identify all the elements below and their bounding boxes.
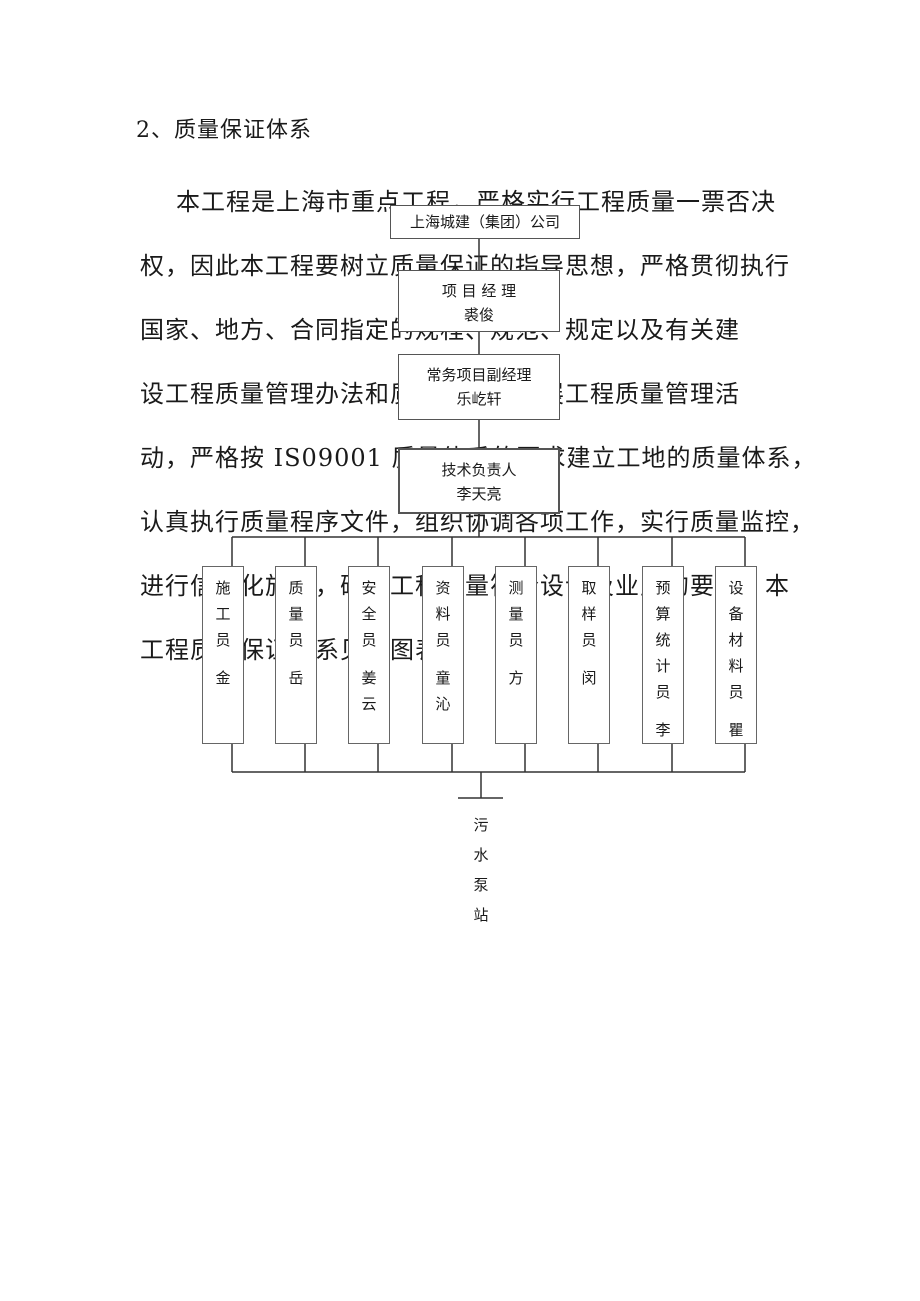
project-manager-box: 项 目 经 理 裘俊 [398,270,560,332]
staff-role: 设备材料员 [728,579,744,701]
section-heading: 2、质量保证体系 [136,118,312,143]
staff-box: 取样员闵 [568,566,610,744]
staff-name: 瞿 [728,721,744,739]
role-title: 技术负责人 [441,461,517,479]
person-name: 乐屹轩 [456,390,502,408]
role-title: 项 目 经 理 [441,282,517,300]
staff-role: 施工员 [215,579,231,649]
staff-box: 测量员方 [495,566,537,744]
staff-name: 姜云 [361,669,377,713]
staff-name: 金 [215,669,231,687]
staff-role: 质量员 [288,579,304,649]
person-name: 李天亮 [456,485,502,503]
staff-name: 闵 [581,669,597,687]
staff-role: 安全员 [361,579,377,649]
person-name: 裘俊 [463,306,494,324]
staff-box: 资料员童沁 [422,566,464,744]
staff-box: 质量员岳 [275,566,317,744]
role-title: 常务项目副经理 [426,366,532,384]
staff-role: 资料员 [435,579,451,649]
staff-box: 预算统计员李 [642,566,684,744]
staff-name: 童沁 [435,669,451,713]
staff-name: 李 [655,721,671,739]
staff-role: 预算统计员 [655,579,671,701]
staff-role: 测量员 [508,579,524,649]
deputy-manager-box: 常务项目副经理 乐屹轩 [398,354,560,420]
staff-role: 取样员 [581,579,597,649]
staff-name: 方 [508,669,524,687]
company-box: 上海城建（集团）公司 [390,205,580,239]
staff-name: 岳 [288,669,304,687]
technical-lead-box: 技术负责人 李天亮 [398,448,560,514]
staff-box: 施工员金 [202,566,244,744]
staff-box: 设备材料员瞿 [715,566,757,744]
staff-box: 安全员姜云 [348,566,390,744]
site-label: 污水泵站 [473,816,489,924]
